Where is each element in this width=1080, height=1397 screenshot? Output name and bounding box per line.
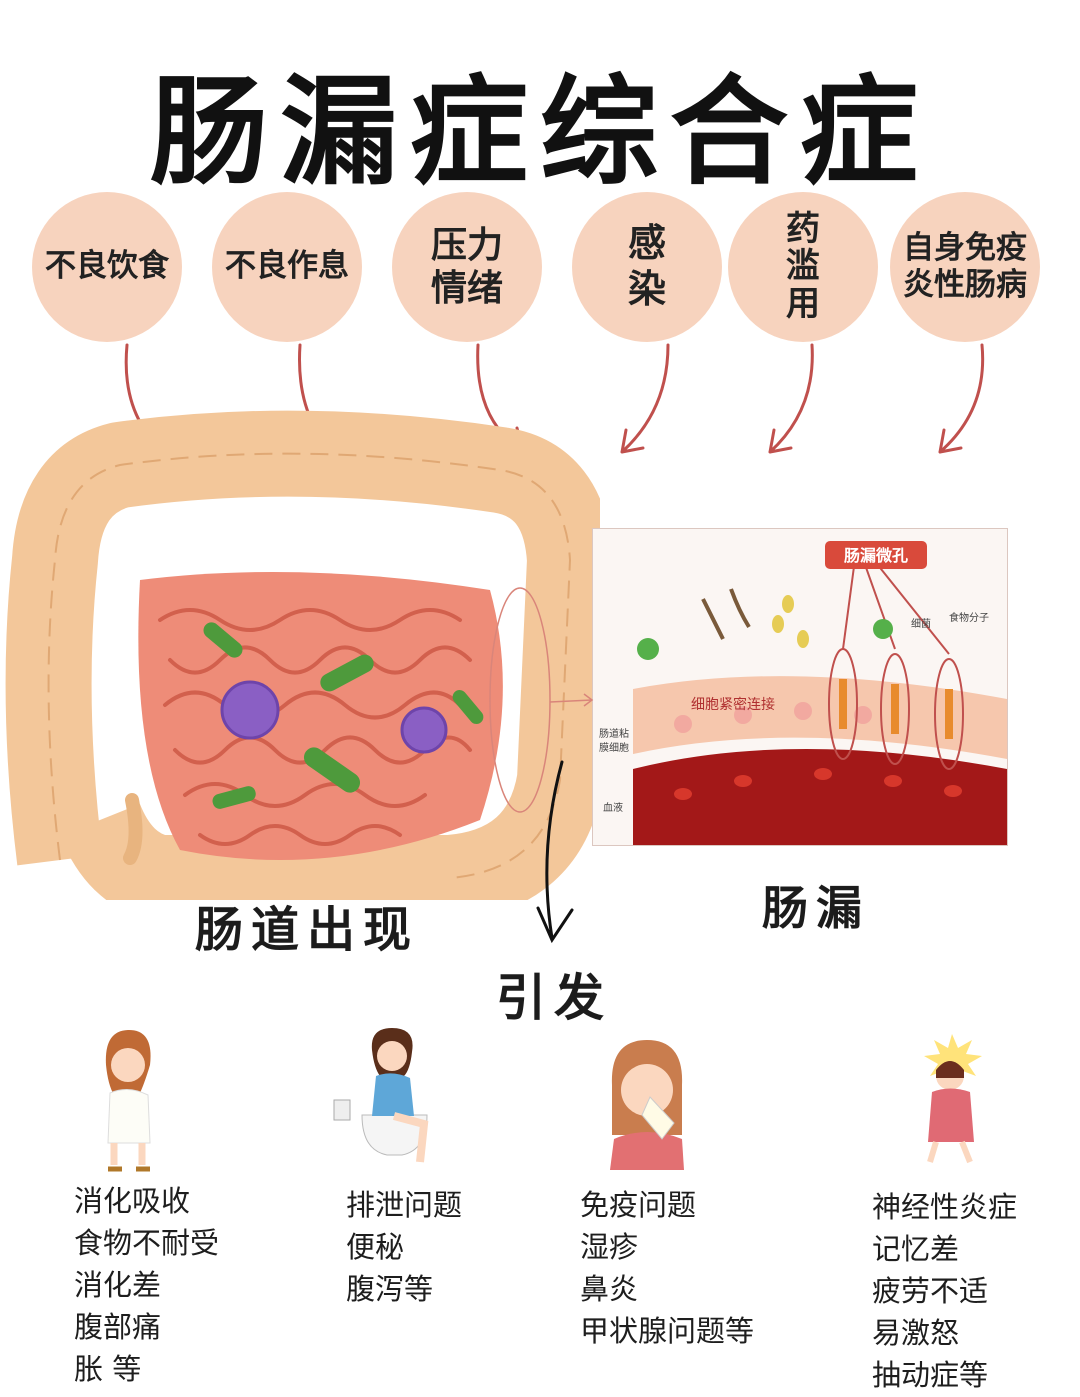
person-toilet (333, 1028, 429, 1163)
effects-digestive: 消化吸收 食物不耐受 消化差 腹部痛 胀 等 (74, 1180, 219, 1390)
label-bacteria: 细菌 (911, 617, 931, 630)
label-mucosa-cell: 肠道粘 (599, 727, 629, 740)
cause-label: 滥 (786, 246, 820, 287)
intestine-illustration (5, 410, 600, 900)
cause-label: 不良作息 (225, 248, 349, 285)
cause-poor-routine: 不良作息 (212, 192, 362, 342)
person-stomach-ache (105, 1030, 151, 1172)
list-item: 消化差 (74, 1268, 162, 1302)
person-sneezing (610, 1040, 684, 1170)
label-blood: 血液 (603, 801, 623, 814)
caption-leaky-gut: 肠漏 (762, 881, 870, 935)
cause-label: 自身免疫 (903, 229, 1027, 266)
list-item: 排泄问题 (346, 1188, 463, 1222)
cause-label: 染 (627, 267, 666, 311)
cause-drug-abuse: 药 滥 用 (728, 192, 878, 342)
badge-leaky-pore: 肠漏微孔 (844, 546, 908, 565)
effects-excretion: 排泄问题 便秘 腹泻等 (346, 1184, 462, 1310)
list-item: 抽动症等 (872, 1358, 989, 1392)
cause-infection: 感 染 (572, 192, 722, 342)
list-item: 湿疹 (580, 1230, 639, 1264)
list-item: 消化吸收 (74, 1184, 191, 1218)
label-mucosa-cell: 膜细胞 (599, 741, 629, 754)
cause-label: 药 (786, 208, 820, 249)
list-item: 神经性炎症 (872, 1190, 1018, 1224)
bacterium (212, 786, 256, 809)
list-item: 腹泻等 (346, 1272, 434, 1306)
page-title: 肠漏症综合症 (149, 63, 930, 201)
bacterium (303, 747, 361, 793)
cause-label: 压力 (430, 224, 503, 266)
arrow-5 (768, 343, 814, 454)
list-item: 鼻炎 (580, 1272, 639, 1306)
virus (400, 706, 448, 754)
list-item: 免疫问题 (580, 1188, 697, 1222)
person-irritable (924, 1034, 982, 1164)
list-item: 便秘 (346, 1230, 405, 1264)
micrograph-drawing: 肠漏微孔 细胞紧密连接 细菌 食物分子 肠道粘 膜细胞 血液 (599, 541, 1007, 845)
arrow-6 (938, 343, 985, 454)
list-item: 记忆差 (872, 1232, 960, 1266)
bacterium (320, 654, 374, 692)
cause-label: 情绪 (430, 268, 503, 309)
caption-trigger: 引发 (496, 968, 612, 1027)
effects-neurological: 神经性炎症 记忆差 疲劳不适 易激怒 抽动症等 (872, 1186, 1017, 1396)
cause-label: 不良饮食 (45, 248, 169, 285)
bacterium (203, 622, 243, 658)
list-item: 腹部痛 (74, 1310, 162, 1344)
list-item: 胀 等 (74, 1352, 142, 1386)
label-tight-junction: 细胞紧密连接 (691, 696, 775, 713)
label-food-molecule: 食物分子 (949, 611, 989, 624)
connector-arrows (489, 587, 594, 944)
effects-immune: 免疫问题 湿疹 鼻炎 甲状腺问题等 (580, 1184, 754, 1352)
list-item: 易激怒 (872, 1316, 960, 1350)
appendix (123, 793, 143, 865)
leaky-gut-micrograph: 肠漏微孔 细胞紧密连接 细菌 食物分子 肠道粘 膜细胞 血液 (592, 528, 1008, 846)
list-item: 甲状腺问题等 (580, 1314, 755, 1348)
bacterium (452, 690, 484, 724)
cause-label: 用 (786, 283, 820, 324)
arrow-4 (620, 343, 670, 454)
cause-poor-diet: 不良饮食 (32, 192, 182, 342)
cause-label: 感 (627, 221, 666, 266)
trigger-arrow (536, 760, 574, 944)
cause-stress-emotion: 压力 情绪 (392, 192, 542, 342)
cause-label: 炎性肠病 (903, 267, 1027, 303)
virus (220, 680, 280, 740)
list-item: 食物不耐受 (74, 1226, 220, 1260)
list-item: 疲劳不适 (872, 1274, 989, 1308)
cause-autoimmune-ibd: 自身免疫 炎性肠病 (890, 192, 1040, 342)
caption-intestine: 肠道出现 (195, 902, 420, 958)
